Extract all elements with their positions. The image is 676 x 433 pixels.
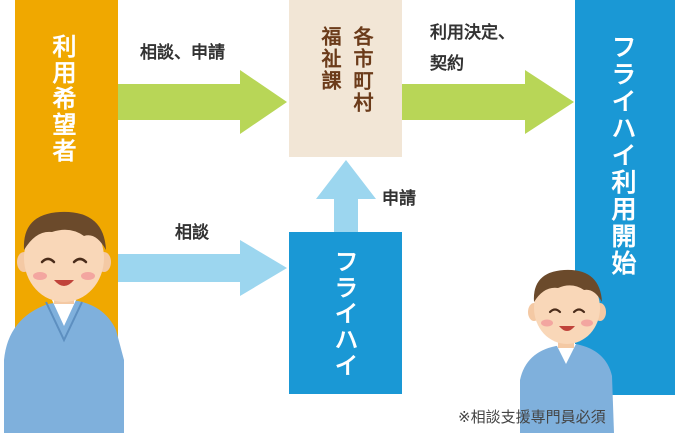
usage-start-label: フライハイ利用開始 (608, 34, 637, 277)
decision-label-line2: 契約 (430, 54, 464, 74)
consult-apply-label: 相談、申請 (140, 43, 225, 63)
consult-label: 相談 (175, 223, 209, 243)
apply-label: 申請 (382, 189, 416, 209)
furaihai-box (289, 232, 402, 394)
decision-label-line1: 利用決定、 (430, 23, 515, 43)
furaihai-label: フライハイ (330, 249, 358, 379)
applicant-label: 利用希望者 (48, 34, 76, 164)
arrow-applicant-to-furaihai (118, 240, 287, 296)
footnote: ※相談支援専門員必須 (458, 408, 606, 426)
arrow-welfare-to-start (402, 70, 574, 134)
arrow-furaihai-to-welfare (316, 160, 376, 232)
welfare-office-box (289, 0, 402, 157)
welfare-office-label-line2: 福祉課 (318, 26, 342, 92)
arrow-applicant-to-welfare (118, 70, 287, 134)
welfare-office-label-line1: 各市町村 (350, 26, 374, 114)
